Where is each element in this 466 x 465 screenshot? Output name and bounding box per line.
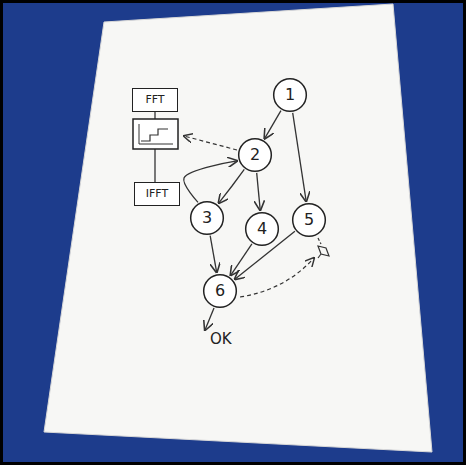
dashed-line [318,238,321,244]
doodle-symbol [318,246,329,258]
connector-arrow [257,173,261,210]
node-label: FFT [145,94,164,106]
connector-arrow [219,169,245,203]
leader-arrow [205,308,214,330]
graph-box [133,119,178,149]
node-label: IFFT [146,188,168,200]
state-circle: 6 [203,274,237,308]
circle-outline [293,204,326,237]
node-label: 1 [285,86,295,104]
state-circle: 5 [292,203,326,237]
connector-arrow [210,236,217,273]
node-label: 3 [202,209,212,227]
free-label: OK [210,330,232,348]
connector-arrow [231,244,252,275]
circle-outline [274,79,307,112]
state-circle: 1 [273,78,307,112]
circle-outline [204,275,237,308]
circle-outline [246,213,279,246]
node-label: 5 [304,211,314,229]
state-circle: 3 [190,201,224,235]
node-label: 4 [257,220,267,238]
dashed-arrow [240,258,314,297]
graph-axes [139,124,173,144]
process-box: FFT [132,88,178,112]
dashed-arrow [184,136,237,150]
circle-outline [191,202,224,235]
node-label: 6 [215,282,225,300]
process-box: IFFT [134,182,180,206]
node-label: 2 [250,146,260,164]
paper-sheet [44,4,432,452]
state-circle: 2 [238,138,272,172]
connector-arrow [184,161,237,203]
connector-arrow [293,113,306,201]
state-circle: 4 [245,212,279,246]
circle-outline [239,139,272,172]
connector-arrow [265,111,281,139]
graph-curve [141,129,168,141]
